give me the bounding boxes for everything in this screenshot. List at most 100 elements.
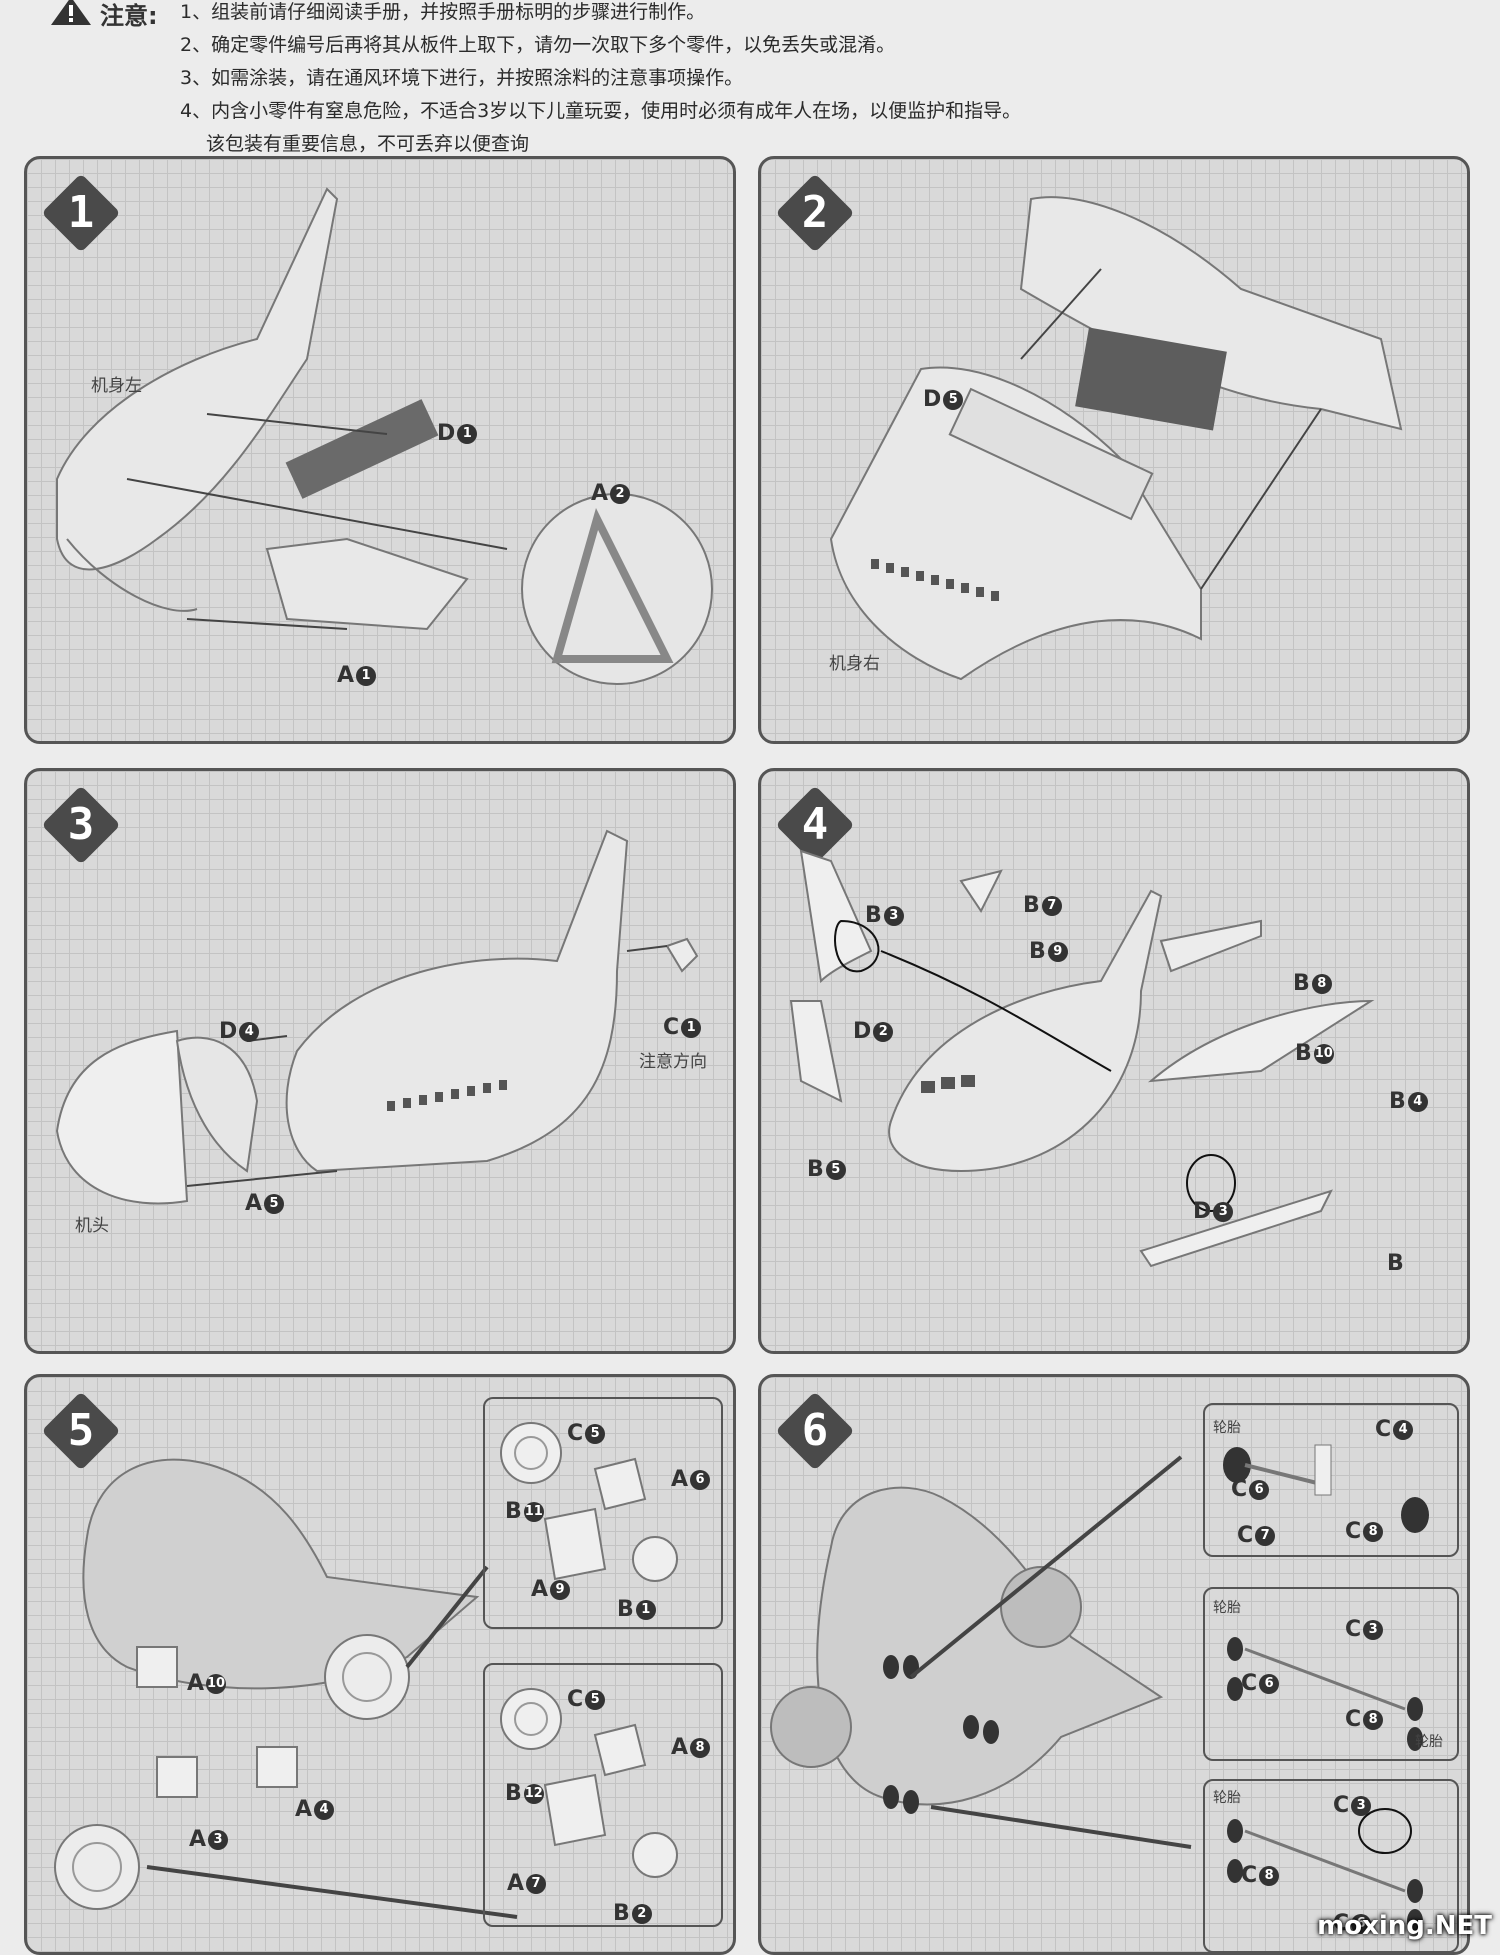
part-number: 3 — [883, 906, 904, 926]
part-letter: D — [1193, 1199, 1212, 1224]
part-number: 12 — [523, 1784, 544, 1804]
part-number: 1 — [356, 666, 377, 686]
part-letter: C — [1231, 1477, 1248, 1502]
notice-item-3: 3、如需涂装，请在通风环境下进行，并按照涂料的注意事项操作。 — [180, 67, 744, 89]
step-5-illustration — [54, 1458, 518, 1919]
step-badge: 5 — [41, 1391, 121, 1471]
tire-label: 轮胎 — [1213, 1420, 1241, 1436]
part-number: 5 — [264, 1194, 285, 1214]
part-label-B: B — [1387, 1251, 1404, 1276]
step-badge: 6 — [775, 1391, 855, 1471]
part-name-right-fuselage: 机身右 — [829, 654, 880, 674]
part-letter: D — [853, 1019, 872, 1044]
part-letter: B — [1029, 939, 1046, 964]
part-letter: B — [865, 903, 882, 928]
part-number: 8 — [1259, 1866, 1280, 1886]
step-2-illustration — [829, 196, 1403, 681]
step-number: 4 — [801, 799, 829, 850]
part-number: 4 — [1407, 1092, 1428, 1112]
tire-label: 轮胎 — [1213, 1600, 1241, 1616]
part-letter: A — [671, 1467, 689, 1492]
part-number: 3 — [208, 1830, 229, 1850]
part-letter: D — [923, 387, 942, 412]
part-letter: C — [1333, 1793, 1350, 1818]
notice-section: 注意: 1、组装前请仔细阅读手册，并按照手册标明的步骤进行制作。 2、确定零件编… — [40, 0, 1460, 155]
part-number: 5 — [585, 1690, 606, 1710]
part-number: 1 — [457, 424, 478, 444]
tire-label: 轮胎 — [1415, 1734, 1443, 1750]
site-watermark: moxing.NET — [1317, 1911, 1492, 1941]
part-letter: C — [567, 1421, 584, 1446]
part-letter: A — [507, 1871, 525, 1896]
gear-parts-illustration — [1223, 1444, 1429, 1533]
part-letter: B — [1293, 971, 1310, 996]
part-number: 8 — [690, 1738, 711, 1758]
step-number: 3 — [67, 799, 95, 850]
part-letter: A — [187, 1671, 205, 1696]
step-number: 5 — [67, 1405, 95, 1456]
part-number: 5 — [943, 390, 964, 410]
step-badge: 3 — [41, 785, 121, 865]
part-letter: C — [1241, 1863, 1258, 1888]
step-3-illustration — [55, 829, 699, 1205]
part-letter: A — [245, 1191, 263, 1216]
part-number: 1 — [681, 1018, 702, 1038]
part-name-left-fuselage: 机身左 — [91, 376, 142, 396]
part-number: 6 — [1249, 1480, 1270, 1500]
part-number: 3 — [1213, 1202, 1234, 1222]
landing-gear-inset-2 — [1203, 1587, 1459, 1761]
step-4-illustration — [789, 849, 1375, 1268]
part-letter: A — [591, 481, 609, 506]
part-letter: A — [531, 1577, 549, 1602]
part-letter: C — [1237, 1523, 1254, 1548]
part-letter: B — [613, 1901, 630, 1926]
step-6-illustration — [770, 1455, 1192, 1849]
step-number: 2 — [801, 187, 829, 238]
part-letter: B — [505, 1499, 522, 1524]
part-letter: B — [1387, 1251, 1404, 1276]
part-letter: C — [1345, 1519, 1362, 1544]
notice-item-1: 1、组装前请仔细阅读手册，并按照手册标明的步骤进行制作。 — [180, 1, 706, 23]
part-number: 4 — [314, 1800, 335, 1820]
part-number: 9 — [550, 1580, 571, 1600]
part-number: 3 — [1363, 1620, 1384, 1640]
part-number: 8 — [1311, 974, 1332, 994]
part-number: 9 — [1047, 942, 1068, 962]
engine-parts-illustration — [500, 1688, 678, 1878]
part-letter: C — [663, 1015, 680, 1040]
part-letter: C — [567, 1687, 584, 1712]
part-number: 8 — [1363, 1710, 1384, 1730]
part-letter: C — [1345, 1617, 1362, 1642]
step-number: 1 — [67, 187, 95, 238]
part-letter: A — [337, 663, 355, 688]
